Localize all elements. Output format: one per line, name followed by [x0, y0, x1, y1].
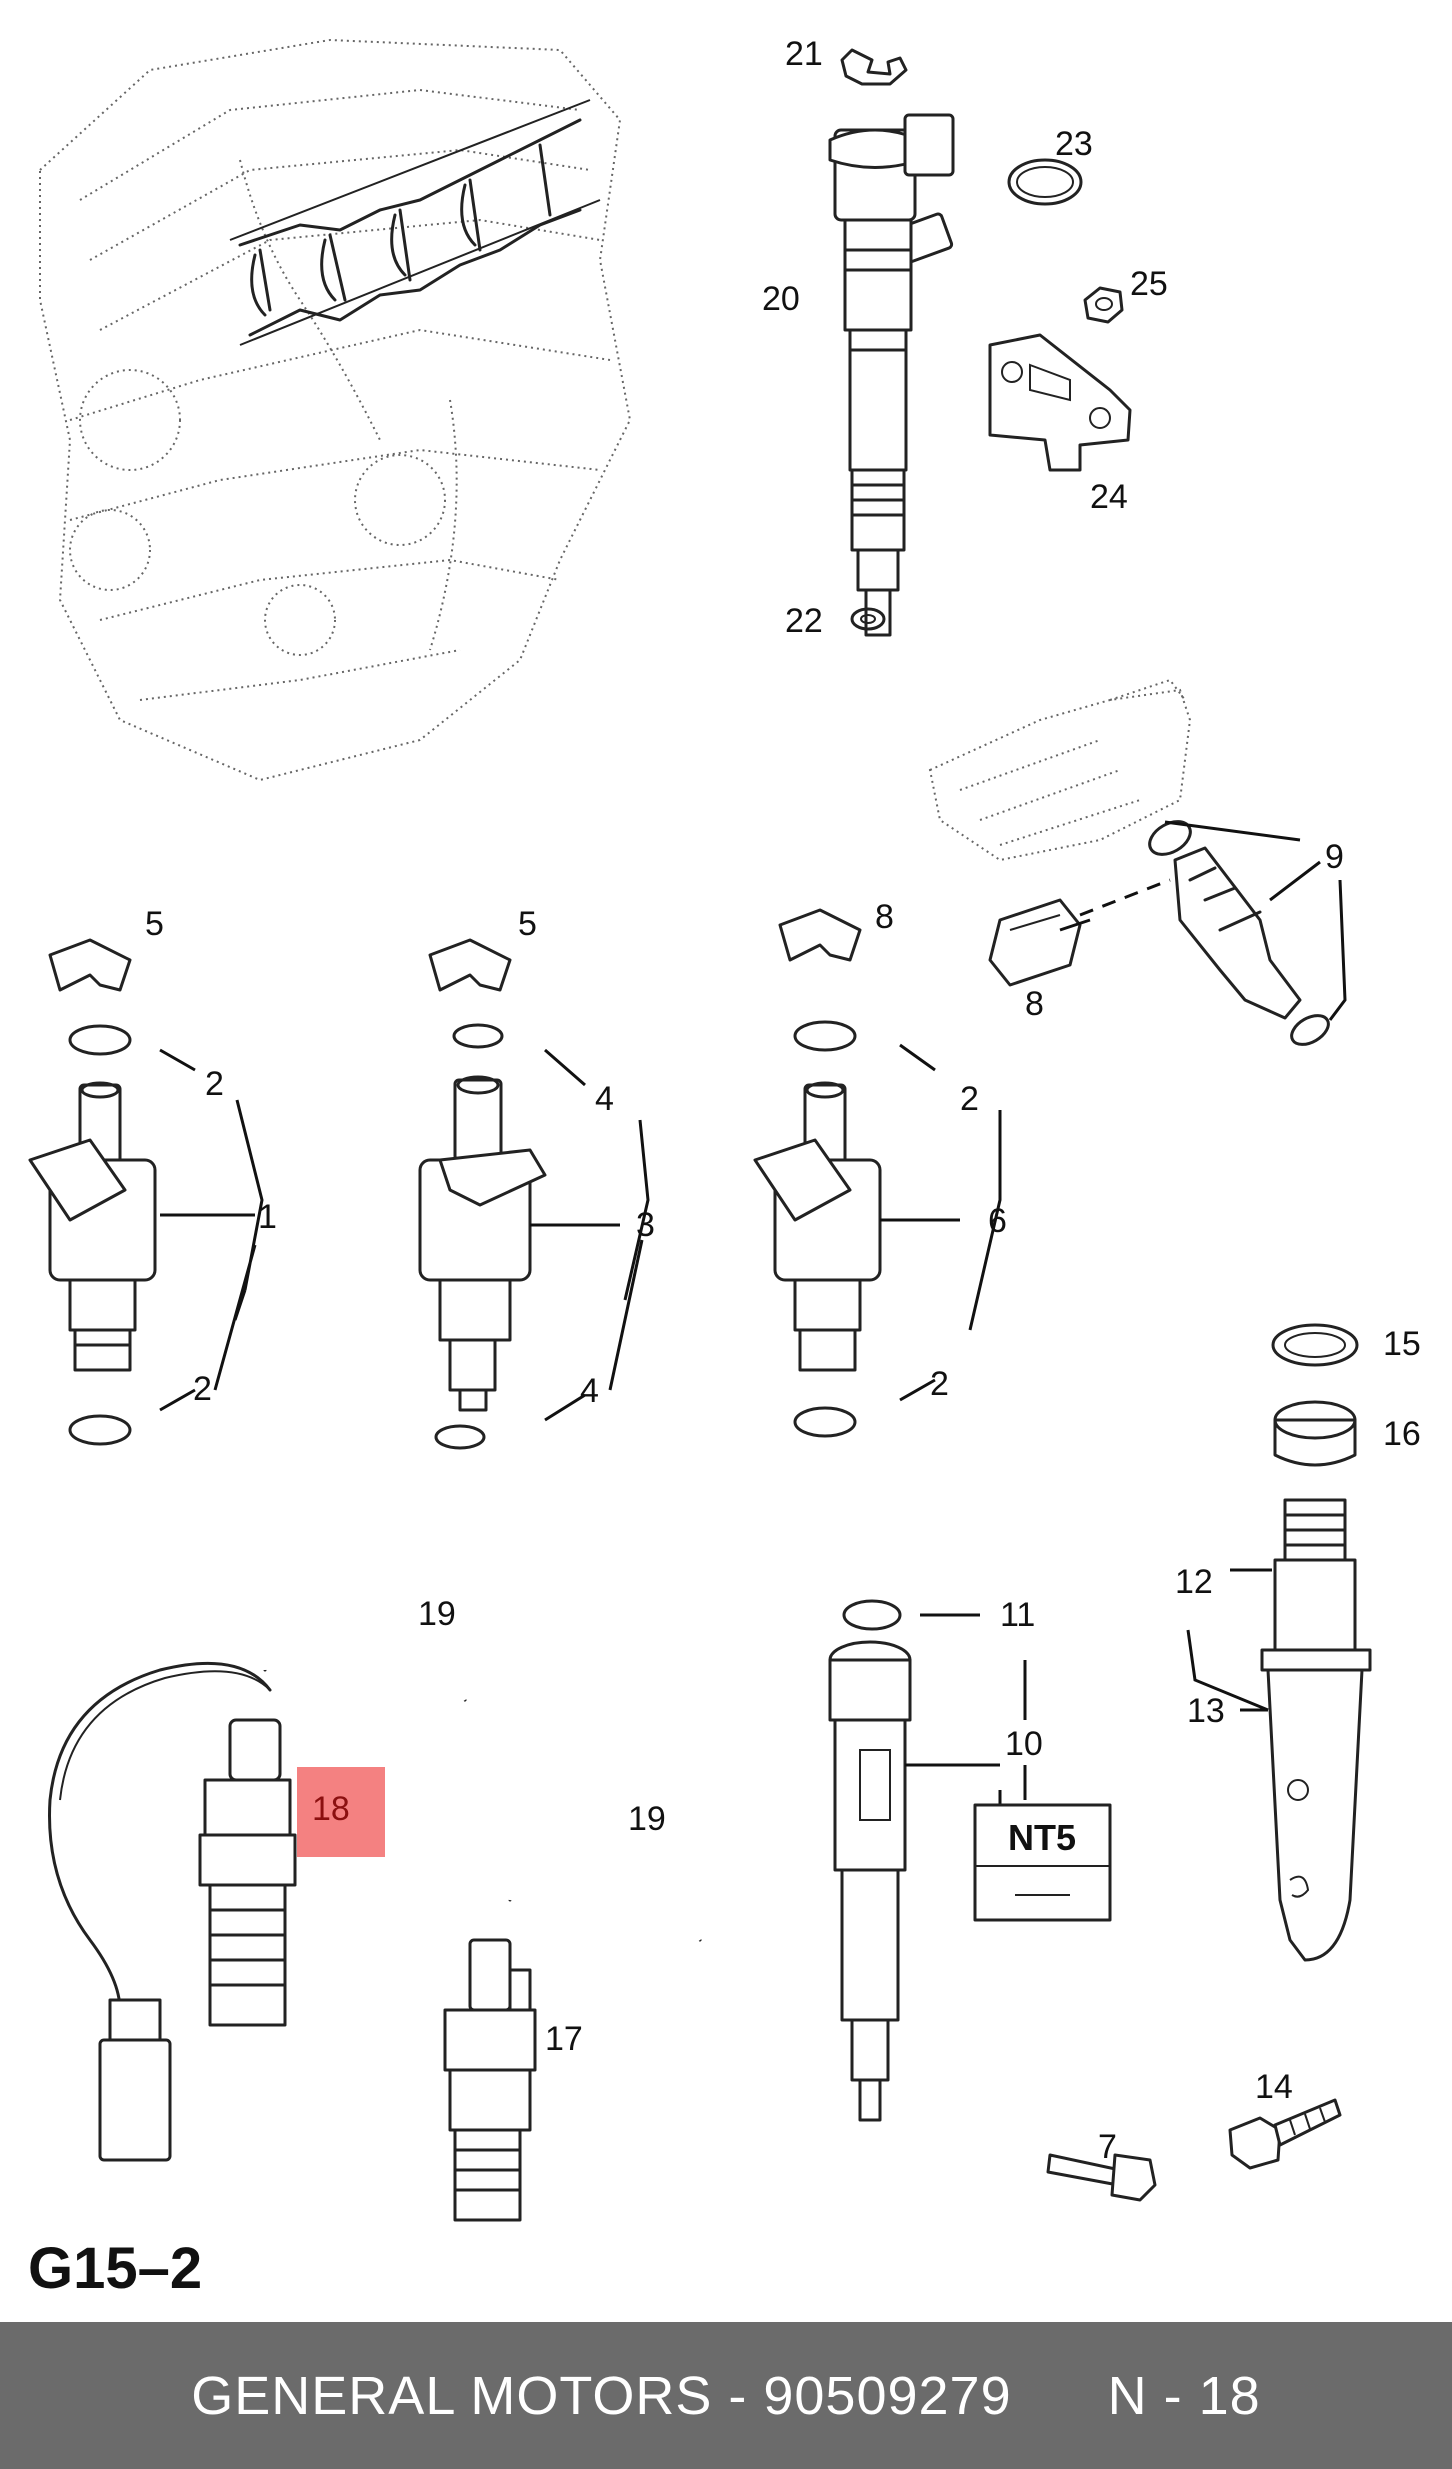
label-23: 23	[1055, 125, 1093, 163]
footer-page: N - 18	[1107, 2365, 1261, 2426]
part-labels: 21 23 20 25 24 22 9 5 5 8 8 2 4 2 1 3 6 …	[145, 35, 1421, 2166]
bolt-7	[1046, 2153, 1157, 2202]
footer-separator: -	[712, 2365, 764, 2426]
label-2d: 2	[930, 1365, 949, 1403]
label-20: 20	[762, 280, 800, 318]
label-14: 14	[1255, 2068, 1293, 2106]
tool-box-label: NT5	[1008, 1817, 1076, 1858]
diagram-reference-code: G15–2	[28, 2236, 203, 2301]
footer-brand: GENERAL MOTORS	[191, 2365, 713, 2426]
label-11: 11	[1000, 1596, 1035, 1634]
common-rail-injector-20	[828, 48, 955, 637]
label-21: 21	[785, 35, 823, 73]
label-12: 12	[1175, 1563, 1213, 1601]
label-8b: 8	[1025, 985, 1044, 1023]
label-4b: 4	[580, 1372, 599, 1410]
label-2a: 2	[205, 1065, 224, 1103]
o-ring-23	[1007, 158, 1083, 206]
washer-22	[850, 607, 886, 631]
label-9: 9	[1325, 838, 1344, 876]
bolt-14	[1228, 2098, 1342, 2170]
label-6: 6	[988, 1202, 1007, 1240]
injector-clamp-24	[988, 333, 1132, 472]
engine-block-illustration	[39, 38, 632, 782]
label-24: 24	[1090, 478, 1128, 516]
sleeve-parts-12-13	[1260, 1323, 1372, 1962]
label-19a: 19	[418, 1595, 456, 1633]
label-4a: 4	[595, 1080, 614, 1118]
label-5a: 5	[145, 905, 164, 943]
label-15: 15	[1383, 1325, 1421, 1363]
label-3: 3	[636, 1206, 655, 1244]
label-16: 16	[1383, 1415, 1421, 1453]
label-1: 1	[258, 1198, 277, 1236]
injector-6	[753, 908, 882, 1438]
highlight-part-18	[297, 1767, 385, 1857]
label-25: 25	[1130, 265, 1168, 303]
injector-1	[28, 938, 157, 1446]
label-2b: 2	[193, 1370, 212, 1408]
hose-19-upper	[260, 1595, 469, 1703]
injector-18-with-lead	[48, 1661, 297, 2162]
injector-17	[443, 1938, 537, 2222]
parts-diagram: NT5 21 23 20 25 24 22 9 5 5 8 8 2 4 2 1 …	[28, 35, 1421, 2222]
footer-bar: GENERAL MOTORS - 90509279 N - 18	[0, 2322, 1452, 2469]
injector-assembly-9	[928, 678, 1330, 1046]
label-8a: 8	[875, 898, 894, 936]
label-13: 13	[1187, 1692, 1225, 1730]
injector-10	[828, 1599, 912, 2122]
label-19b: 19	[628, 1800, 666, 1838]
hose-19-lower	[506, 1834, 704, 1943]
label-22: 22	[785, 602, 823, 640]
nut-25	[1083, 286, 1124, 324]
label-10: 10	[1005, 1725, 1043, 1763]
label-18: 18	[312, 1790, 350, 1828]
label-2c: 2	[960, 1080, 979, 1118]
footer-gap	[1012, 2365, 1108, 2427]
label-17: 17	[545, 2020, 583, 2058]
footer-part-number: 90509279	[763, 2365, 1012, 2426]
leader-lines	[159, 820, 1347, 1835]
tool-box-nt5: NT5	[973, 1803, 1112, 1922]
injector-3	[418, 938, 547, 1450]
label-7: 7	[1098, 2128, 1117, 2166]
label-5b: 5	[518, 905, 537, 943]
